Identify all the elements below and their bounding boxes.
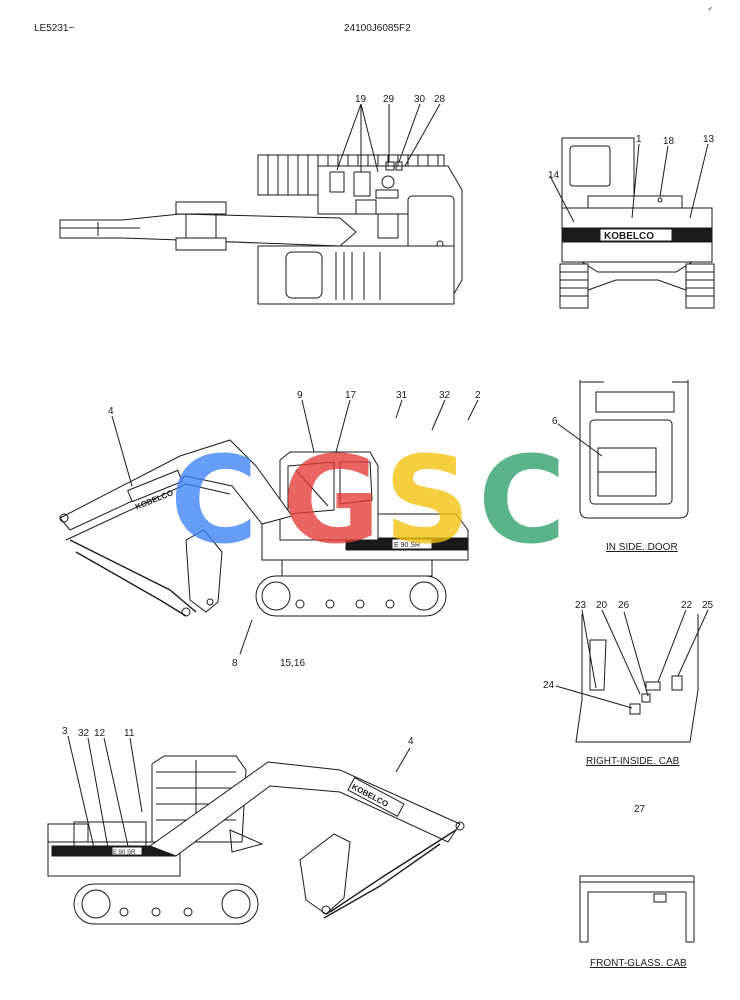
callout-17: 17	[345, 390, 357, 401]
callout-23: 23	[575, 600, 587, 611]
inside-door-caption: IN SIDE. DOOR	[606, 542, 678, 553]
side-view-left-drawing: E 90 SR KOBELCO 9 17 31 32 2	[59, 390, 481, 669]
right-inside-cab-caption: RIGHT-INSIDE. CAB	[586, 756, 680, 767]
watermark-letter-c2: C	[478, 432, 566, 571]
callout-13: 13	[703, 134, 715, 145]
callout-11: 11	[124, 728, 135, 739]
callout-14: 14	[548, 170, 560, 181]
callout-20: 20	[596, 600, 608, 611]
callout-6: 6	[552, 416, 558, 427]
callout-32: 32	[439, 390, 451, 401]
inside-door-window	[589, 419, 673, 505]
rear-view-logo: KOBELCO	[604, 231, 654, 242]
watermark-letter-s: S	[384, 432, 470, 571]
callout-9: 9	[297, 390, 303, 401]
rear-view-leaders	[549, 143, 709, 223]
drawing-header: LE5231~ 24100J6085F2 ᐟ	[34, 6, 712, 34]
side-view-right-leaders	[67, 735, 411, 849]
callout-24: 24	[543, 680, 555, 691]
header-drawing-number: 24100J6085F2	[344, 23, 411, 34]
callout-30: 30	[414, 94, 426, 105]
watermark-letter-c1: C	[170, 432, 258, 571]
side-view-right-track	[73, 883, 259, 925]
rear-view-drawing: KOBELCO 1 18 13 14	[548, 134, 715, 309]
rear-view-right-track	[685, 263, 715, 309]
side-view-cab	[279, 451, 379, 541]
top-view-leaders	[336, 103, 441, 173]
cgsc-watermark: C G S C	[170, 432, 566, 571]
callout-18: 18	[663, 136, 675, 147]
side-view-right-bucket	[299, 833, 351, 915]
callout-4-lower: 4	[408, 736, 414, 747]
side-view-right-drawing: E 90 SR KOBELCO 3 32 12 11 4	[47, 726, 465, 925]
callout-2: 2	[475, 390, 481, 401]
callout-29: 29	[383, 94, 395, 105]
callout-22: 22	[681, 600, 693, 611]
callout-25: 25	[702, 600, 714, 611]
side-view-left-leaders	[111, 399, 479, 655]
front-glass-cab-caption: FRONT-GLASS. CAB	[590, 958, 687, 969]
callout-4: 4	[108, 406, 114, 417]
callout-32-lower: 32	[78, 728, 90, 739]
callout-8: 8	[232, 658, 238, 669]
side-view-right-model: E 90 SR	[113, 850, 136, 856]
callout-1: 1	[636, 134, 642, 145]
top-view-lower-track	[257, 245, 455, 305]
rear-view-counterweight	[561, 207, 713, 229]
side-view-model: E 90 SR	[394, 542, 420, 549]
callout-12: 12	[94, 728, 106, 739]
callout-26: 26	[618, 600, 630, 611]
rear-view-left-track	[559, 263, 589, 309]
callout-28: 28	[434, 94, 446, 105]
side-view-track	[255, 575, 447, 617]
front-glass-cab-panel: 27 FRONT-GLASS. CAB	[579, 804, 695, 969]
side-view-bucket	[185, 529, 223, 613]
watermark-letter-g: G	[282, 432, 381, 571]
header-left-code: LE5231~	[34, 23, 74, 34]
side-view-boom	[59, 439, 293, 531]
callout-3: 3	[62, 726, 68, 737]
callout-19: 19	[355, 94, 367, 105]
inside-door-panel: 6 IN SIDE. DOOR	[552, 380, 689, 553]
right-inside-cab-panel: 23 20 26 22 25 24 RIGHT-INSIDE. CAB	[543, 600, 714, 767]
top-view-drawing: 19 29 30 28	[59, 94, 463, 305]
right-inside-cab-leaders	[555, 609, 709, 709]
top-view-boom	[59, 213, 357, 247]
callout-15-16: 15,16	[280, 658, 305, 669]
callout-31: 31	[396, 390, 408, 401]
header-corner-mark: ᐟ	[708, 6, 712, 17]
callout-27: 27	[634, 804, 646, 815]
